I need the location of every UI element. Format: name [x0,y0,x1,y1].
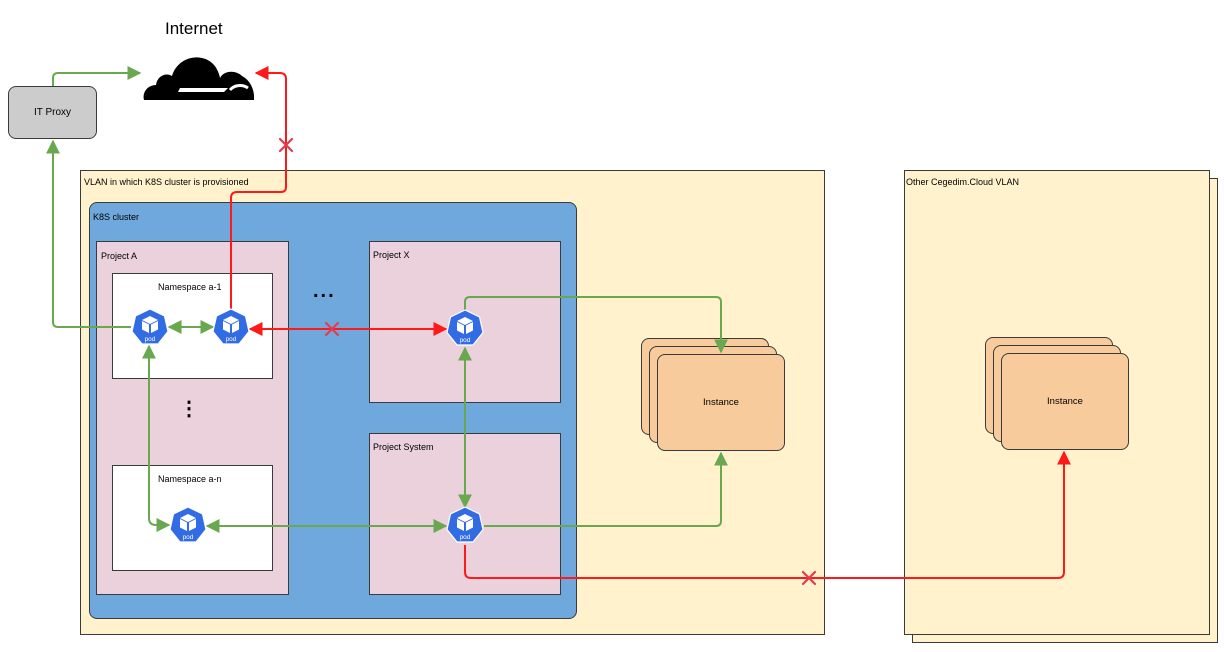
namespace-ellipsis: ⋮ [179,398,199,420]
edge-pod-x-to-instance-local[interactable] [464,296,728,354]
kubernetes-pod-icon [131,308,169,345]
edge-pod-a1-2-to-internet-blocked[interactable] [230,66,287,311]
pod-an[interactable]: pod [168,506,208,546]
cube-icon [223,316,239,333]
cube-icon [142,316,158,333]
edge-pod-system-to-instance-local[interactable] [484,451,728,527]
project-ellipsis: ... [313,280,336,302]
instance-other[interactable]: Instance [1001,353,1129,450]
edge-pod-a1-1-to-pod-an[interactable] [142,344,171,532]
kubernetes-pod-icon [212,308,250,345]
project-a-label: Project A [101,251,138,261]
pod-label: pod [226,336,237,343]
cube-icon [457,514,473,531]
internet-title: Internet [165,19,223,38]
pod-label: pod [460,337,471,344]
namespace-a-n-label: Namespace a-n [158,474,222,484]
cube-icon [180,514,196,531]
project-x-label: Project X [373,250,410,260]
pod-label: pod [145,336,156,343]
vlan-main-label: VLAN in which K8S cluster is provisioned [84,177,249,187]
k8s-cluster-label: K8S cluster [93,212,140,222]
instance-local[interactable]: Instance [657,354,785,451]
pod-system[interactable]: pod [445,506,485,546]
cube-icon [457,317,473,334]
kubernetes-pod-icon [446,309,484,346]
instance-other-label: Instance [1047,396,1083,407]
pod-label: pod [460,534,471,541]
pod-a1-1[interactable]: pod [130,308,170,348]
edge-pod-system-to-instance-other-blocked[interactable] [464,450,1071,579]
cloud-icon [143,57,255,100]
edge-proxy-to-internet[interactable] [52,66,142,86]
it-proxy-box[interactable]: IT Proxy [8,86,97,139]
pod-a1-2[interactable]: pod [211,308,251,348]
instance-local-label: Instance [703,397,739,408]
it-proxy-label: IT Proxy [33,107,72,118]
pod-x[interactable]: pod [445,309,485,349]
kubernetes-pod-icon [446,506,484,543]
pod-label: pod [183,534,194,541]
project-system-label: Project System [373,442,434,452]
namespace-a-1-label: Namespace a-1 [158,282,222,292]
edge-pod-a1-1-to-proxy[interactable] [46,139,131,328]
kubernetes-pod-icon [169,506,207,543]
vlan-other-label: Other Cegedim.Cloud VLAN [906,177,1020,187]
